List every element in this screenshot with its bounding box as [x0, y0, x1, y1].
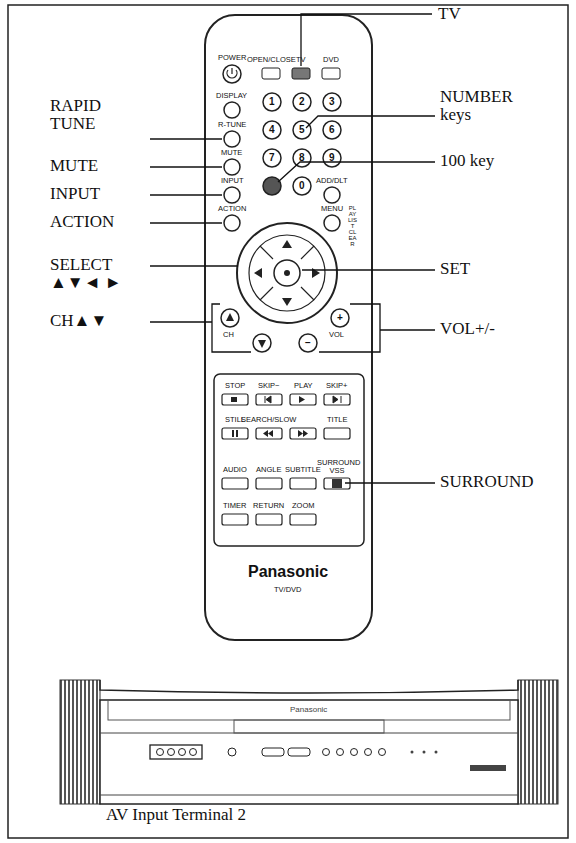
button-label: SURROUND VSS [317, 459, 357, 475]
button-label: ZOOM [292, 502, 315, 510]
button-label: SKIP+ [326, 382, 347, 390]
button-label: SKIP− [258, 382, 279, 390]
callout-label: INPUT [50, 185, 100, 203]
callout-label: SET [440, 260, 470, 278]
button-label: PLAYLIST CLEAR [348, 205, 357, 247]
button-label: MENU [321, 205, 343, 213]
callout-label: RAPID TUNE [50, 97, 128, 133]
button-label: SEARCH/SLOW [241, 416, 296, 424]
callout-label: ACTION [50, 213, 114, 231]
button-label: RETURN [253, 502, 284, 510]
key-number: 9 [329, 153, 335, 164]
button-label: ADD/DLT [316, 177, 348, 185]
brand-logo: Panasonic [248, 564, 328, 581]
button-label: PLAY [294, 382, 313, 390]
key-number: 2 [299, 97, 305, 108]
key-number: 8 [299, 153, 305, 164]
button-label: SUBTITLE [285, 466, 321, 474]
callout-label: TV [438, 5, 461, 23]
button-label: DISPLAY [216, 92, 247, 100]
button-label: STOP [225, 382, 245, 390]
key-number: 3 [329, 97, 335, 108]
button-label: DVD [323, 56, 339, 64]
callout-label: MUTE [50, 157, 98, 175]
button-label: R-TUNE [218, 121, 246, 129]
tv-brand-label: Panasonic [290, 706, 327, 714]
callout-label: SELECT ▲▼◄ ► [50, 256, 145, 292]
button-label: POWER [218, 54, 246, 62]
callout-label: VOL+/- [440, 320, 495, 338]
callout-label: AV Input Terminal 2 [106, 806, 246, 824]
button-label: AUDIO [223, 466, 247, 474]
button-label: TV [296, 56, 306, 64]
button-label: INPUT [221, 177, 244, 185]
key-number: 7 [269, 153, 275, 164]
button-label: TITLE [327, 416, 347, 424]
key-number: 0 [299, 181, 305, 192]
button-label: TIMER [223, 502, 246, 510]
key-symbol: + [337, 313, 343, 324]
callout-label: 100 key [440, 152, 494, 170]
key-symbol: − [305, 338, 311, 349]
key-number: 5 [299, 125, 305, 136]
model-label: TV/DVD [274, 586, 302, 594]
button-label: MUTE [221, 149, 242, 157]
key-number: 6 [329, 125, 335, 136]
button-label: ACTION [218, 205, 246, 213]
button-label: OPEN/CLOSE [247, 56, 296, 64]
callout-label: CH▲▼ [50, 312, 107, 330]
key-number: 4 [269, 125, 275, 136]
callout-label: SURROUND [440, 473, 534, 491]
button-label: ANGLE [256, 466, 281, 474]
callout-label: NUMBER keys [440, 88, 540, 124]
key-number: 1 [269, 97, 275, 108]
button-label: CH [223, 331, 234, 339]
button-label: VOL [329, 331, 344, 339]
